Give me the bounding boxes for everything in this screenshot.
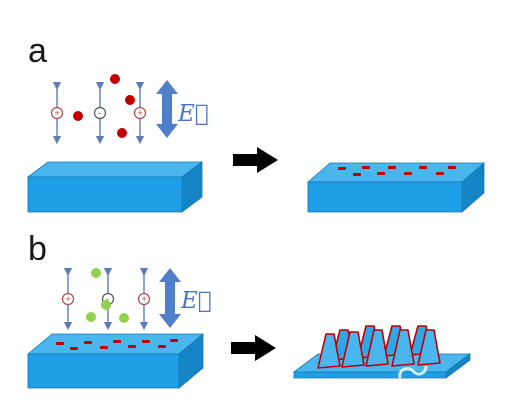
red-particle [110,74,120,84]
surface-particles [56,339,178,350]
dipole-a2: - [93,81,107,145]
dipole-b3: + [137,267,151,331]
double-arrow-icon [159,268,181,328]
green-particle [119,313,129,323]
dipole-b1: + [61,267,75,331]
panel-a: a + - + E⃗ [26,32,486,213]
substrate-deposited [306,162,486,213]
dipole-b2: - [101,267,115,331]
panel-label-a: a [28,32,47,70]
substrate-with-particles [26,333,205,389]
green-particle [101,300,111,310]
structured-substrate [292,325,472,379]
dipole-a3: + [133,81,147,145]
svg-text:+: + [138,108,143,118]
green-particle [91,268,101,278]
panel-b: b + - + E⃗ [26,230,472,389]
svg-text:-: - [98,108,101,118]
svg-text:-: - [106,294,109,304]
svg-text:+: + [55,108,60,118]
svg-text:+: + [66,294,71,304]
green-particle [86,312,96,322]
substrate-plain [26,161,204,213]
highlight-swirl [398,365,428,379]
red-particle [125,95,135,105]
field-label-b: E⃗ [180,288,212,314]
panel-label-b: b [28,230,47,268]
deposited-particles [338,166,456,176]
field-label-a: E⃗ [177,101,209,127]
dipole-a1: + [50,81,64,145]
red-particle [73,111,83,121]
red-particle [117,128,127,138]
pillar-array [317,325,441,369]
right-arrow-icon [233,147,278,173]
svg-text:+: + [142,294,147,304]
double-arrow-icon [156,80,178,138]
right-arrow-icon [231,335,276,361]
